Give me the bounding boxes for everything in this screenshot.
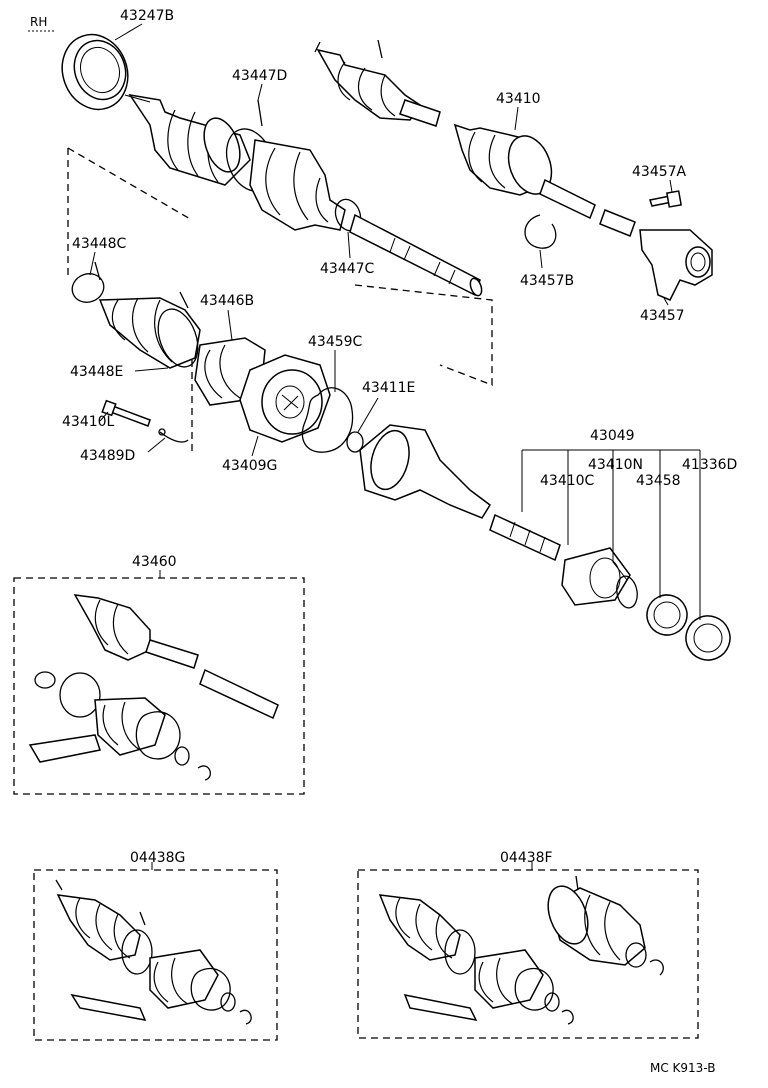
bolt-43410L[interactable] <box>101 399 151 427</box>
label-43410L: 43410L <box>62 414 115 430</box>
label-43460: 43460 <box>132 554 177 570</box>
label-43489D: 43489D <box>80 448 135 464</box>
label-43410: 43410 <box>496 91 541 107</box>
oil-seal-41336D[interactable] <box>679 609 737 667</box>
outer-joint-boot[interactable] <box>128 93 251 186</box>
label-41336D: 41336D <box>682 457 737 473</box>
label-43447D: 43447D <box>232 68 287 84</box>
kit-box-04438F <box>357 869 699 1039</box>
bearing-43410C[interactable] <box>561 547 631 606</box>
output-shaft-43049[interactable] <box>489 513 561 562</box>
kit-box-43460 <box>13 577 305 795</box>
label-43247B: 43247B <box>120 8 174 24</box>
label-43410N: 43410N <box>588 457 643 473</box>
diagram-code: MC K913-B <box>650 1061 715 1075</box>
label-43457: 43457 <box>640 308 685 324</box>
seal-43458[interactable] <box>640 588 693 641</box>
inner-joint-boot[interactable] <box>249 139 346 231</box>
label-43448C: 43448C <box>72 236 127 252</box>
bracket-43457[interactable] <box>639 229 713 301</box>
label-43411E: 43411E <box>362 380 415 396</box>
shaft-assembly-43410[interactable] <box>314 39 636 237</box>
boot-clamp-43448E[interactable] <box>151 304 205 373</box>
bolt-43457A[interactable] <box>649 190 682 208</box>
outer-joint-housing[interactable] <box>359 424 491 519</box>
label-43457B: 43457B <box>520 273 574 289</box>
kit-04438G-parts[interactable] <box>55 879 252 1025</box>
snap-ring-43411E[interactable] <box>346 431 364 453</box>
label-43457A: 43457A <box>632 164 687 180</box>
side-label: RH <box>30 15 47 29</box>
kit-43460-parts[interactable] <box>28 594 279 781</box>
boot-clamp-43448C[interactable] <box>68 261 108 307</box>
label-43409G: 43409G <box>222 458 277 474</box>
snap-ring-43457B[interactable] <box>524 214 557 249</box>
label-43446B: 43446B <box>200 293 254 309</box>
label-43448E: 43448E <box>70 364 123 380</box>
kit-04438F-parts[interactable] <box>378 875 664 1025</box>
dust-seal-43247B[interactable] <box>52 25 138 118</box>
label-04438F: 04438F <box>500 850 553 866</box>
label-43458: 43458 <box>636 473 681 489</box>
outboard-joint-43409G[interactable] <box>239 354 331 443</box>
label-04438G: 04438G <box>130 850 185 866</box>
snap-ring-43459C[interactable] <box>301 387 354 453</box>
label-43410C: 43410C <box>540 473 595 489</box>
inner-boot-43446B[interactable] <box>98 291 201 369</box>
circlip-43489D[interactable] <box>158 428 189 443</box>
label-43049: 43049 <box>590 428 635 444</box>
kit-box-04438G <box>33 869 278 1041</box>
label-43447C: 43447C <box>320 261 375 277</box>
label-43459C: 43459C <box>308 334 363 350</box>
drive-shaft[interactable] <box>349 213 484 297</box>
